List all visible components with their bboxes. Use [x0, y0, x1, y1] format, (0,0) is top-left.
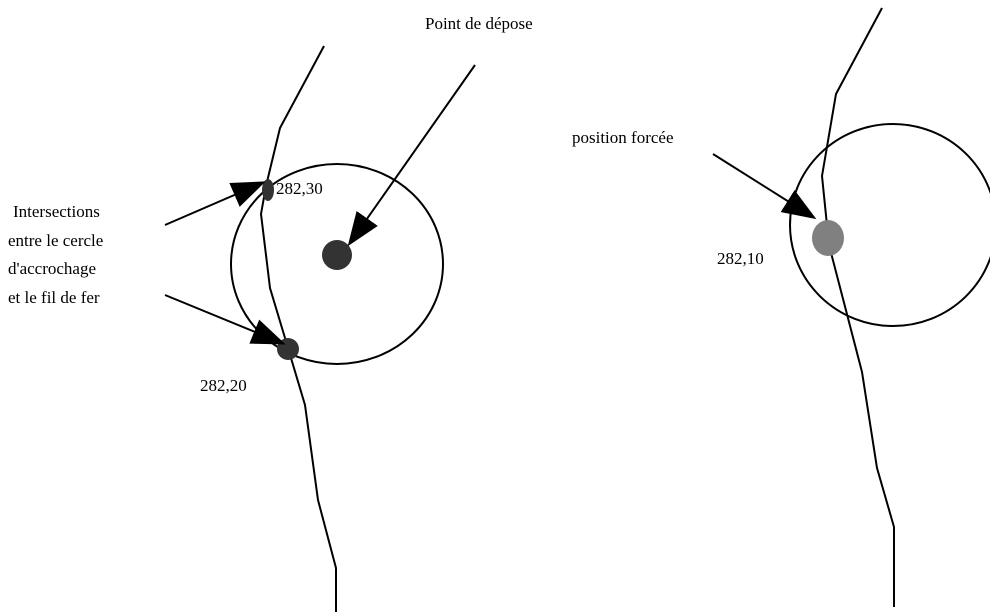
forced-position-point — [812, 220, 844, 256]
wireframe-line-left — [259, 45, 337, 612]
label-position-forcee: position forcée — [572, 128, 674, 147]
intersection-point-top — [262, 179, 274, 201]
snap-circle-right — [789, 123, 990, 327]
label-coord-top: 282,30 — [276, 179, 323, 198]
arrow-to-intersection-top — [164, 181, 266, 226]
label-coord-bottom: 282,20 — [200, 376, 247, 395]
label-point-de-depose: Point de dépose — [425, 14, 533, 33]
wireframe-line-right — [820, 7, 895, 607]
arrow-to-forced-position — [712, 153, 817, 220]
snap-circle-left — [230, 163, 444, 365]
label-intersections-line3: d'accrochage — [8, 259, 96, 278]
label-intersections-line2: entre le cercle — [8, 231, 103, 250]
arrow-to-intersection-bottom — [164, 294, 286, 345]
label-coord-forced: 282,10 — [717, 249, 764, 268]
arrow-to-drop-point — [347, 64, 476, 247]
drop-point — [322, 240, 352, 270]
label-intersections-line4: et le fil de fer — [8, 288, 100, 307]
label-intersections-line1: Intersections — [13, 202, 100, 221]
